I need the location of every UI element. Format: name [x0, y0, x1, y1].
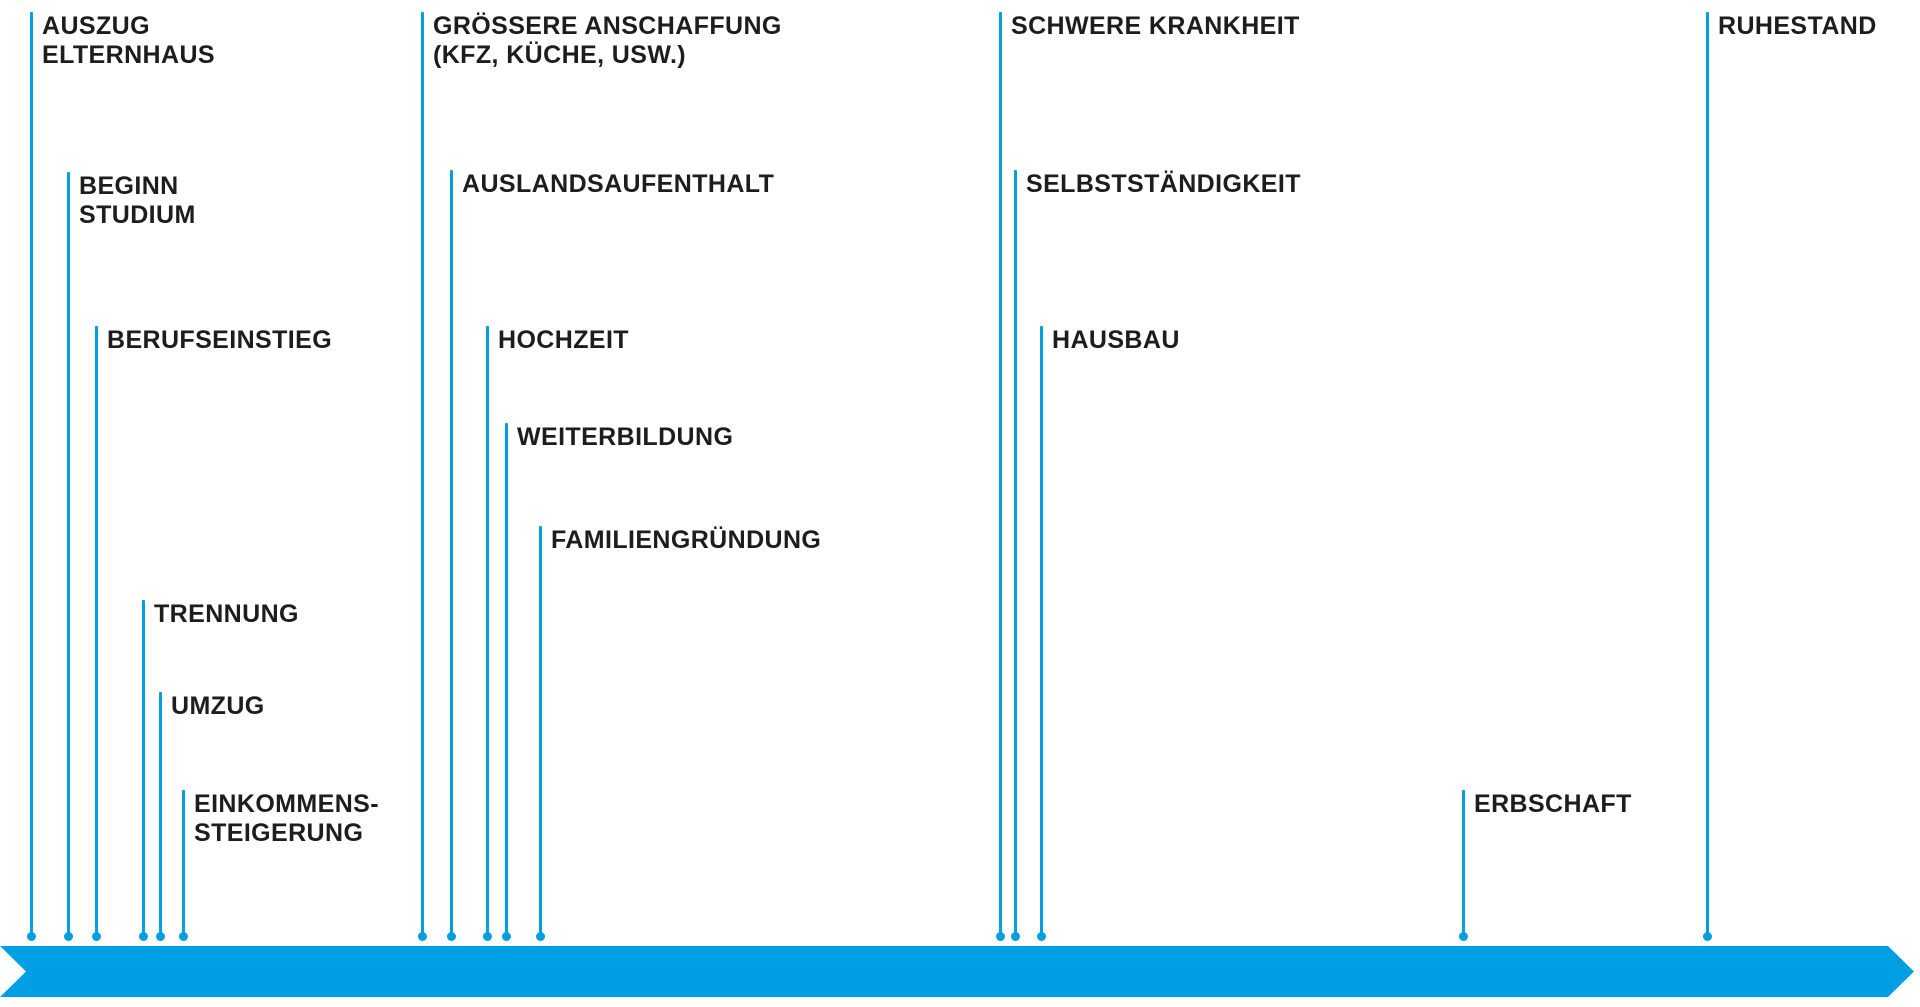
event-label: FAMILIENGRÜNDUNG [551, 526, 822, 554]
event-line [141, 600, 145, 936]
event-label: BERUFSEINSTIEG [107, 326, 333, 354]
event-dot [155, 931, 165, 941]
event-label: UMZUG [171, 692, 265, 720]
event-dot [995, 931, 1005, 941]
event-dot [1458, 931, 1468, 941]
event-dot [417, 931, 427, 941]
event-line [1461, 790, 1465, 936]
event-dot [1010, 931, 1020, 941]
event-dot [91, 931, 101, 941]
event-line [538, 526, 542, 936]
event-line [158, 692, 162, 936]
event-label: ERBSCHAFT [1474, 790, 1632, 818]
event-label: SELBSTSTÄNDIGKEIT [1026, 170, 1301, 198]
event-label: SCHWERE KRANKHEIT [1011, 12, 1300, 40]
event-dot [501, 931, 511, 941]
event-label: HAUSBAU [1052, 326, 1180, 354]
arrow-banner-shape [0, 946, 1914, 997]
event-label: HOCHZEIT [498, 326, 629, 354]
event-dot [1702, 931, 1712, 941]
event-line [29, 12, 33, 936]
event-label: GRÖSSERE ANSCHAFFUNG(KFZ, KÜCHE, USW.) [433, 12, 782, 69]
event-label: AUSLANDSAUFENTHALT [462, 170, 775, 198]
event-line [66, 172, 70, 936]
event-dot [1036, 931, 1046, 941]
event-label: TRENNUNG [154, 600, 299, 628]
event-line [1013, 170, 1017, 936]
event-line [485, 326, 489, 936]
event-line [181, 790, 185, 936]
event-dot [446, 931, 456, 941]
event-dot [178, 931, 188, 941]
event-line [449, 170, 453, 936]
event-line [1705, 12, 1709, 936]
event-line [1039, 326, 1043, 936]
event-line [504, 423, 508, 936]
event-dot [535, 931, 545, 941]
event-line [94, 326, 98, 936]
event-dot [63, 931, 73, 941]
event-line [998, 12, 1002, 936]
event-label: RUHESTAND [1718, 12, 1877, 40]
event-dot [138, 931, 148, 941]
event-label: EINKOMMENS-STEIGERUNG [194, 790, 379, 847]
event-line [420, 12, 424, 936]
event-label: WEITERBILDUNG [517, 423, 734, 451]
event-dot [482, 931, 492, 941]
event-dot [26, 931, 36, 941]
